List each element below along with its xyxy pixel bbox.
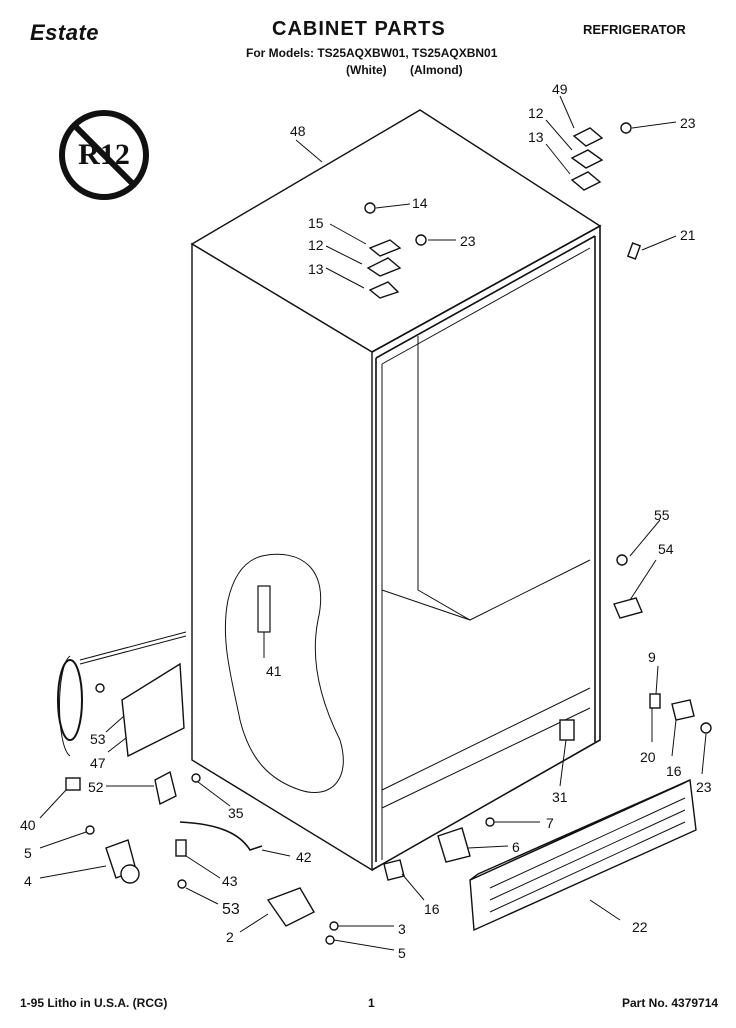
callout-12b: 12 <box>308 237 324 253</box>
callout-21: 21 <box>680 227 696 243</box>
cabinet-shell <box>190 109 602 872</box>
lower-right-parts <box>383 554 712 932</box>
model-numbers: For Models: TS25AQXBW01, TS25AQXBN01 <box>246 46 498 60</box>
callout-14: 14 <box>412 195 428 211</box>
product-category: REFRIGERATOR <box>583 22 686 37</box>
callout-31: 31 <box>552 789 568 805</box>
r12-badge-text: R12 <box>78 138 130 171</box>
callout-23: 23 <box>680 115 696 131</box>
r12-badge: R12 <box>59 110 149 200</box>
part-number: Part No. 4379714 <box>622 996 719 1010</box>
callout-7: 7 <box>546 815 554 831</box>
callout-23c: 23 <box>696 779 712 795</box>
callout-labels: 48 49 12 13 23 14 15 12 23 13 21 55 54 4… <box>20 81 712 961</box>
callout-49: 49 <box>552 81 568 97</box>
callout-47: 47 <box>90 755 106 771</box>
callout-40: 40 <box>20 817 36 833</box>
callout-4: 4 <box>24 873 32 889</box>
callout-2: 2 <box>226 929 234 945</box>
callout-48: 48 <box>290 123 306 139</box>
model-colors: (White) (Almond) <box>346 63 463 77</box>
callout-53b: 53 <box>222 901 240 918</box>
callout-55: 55 <box>654 507 670 523</box>
callout-12: 12 <box>528 105 544 121</box>
callout-5: 5 <box>24 845 32 861</box>
callout-5b: 5 <box>398 945 406 961</box>
callout-13b: 13 <box>308 261 324 277</box>
page-title: CABINET PARTS <box>272 18 446 40</box>
lower-left-parts <box>57 631 339 945</box>
callout-3: 3 <box>398 921 406 937</box>
callout-35: 35 <box>228 805 244 821</box>
callout-9: 9 <box>648 649 656 665</box>
brand-logo: Estate <box>30 20 100 45</box>
callout-13: 13 <box>528 129 544 145</box>
callout-23b: 23 <box>460 233 476 249</box>
callout-20: 20 <box>640 749 656 765</box>
callout-15: 15 <box>308 215 324 231</box>
page-number: 1 <box>368 996 375 1010</box>
callout-43: 43 <box>222 873 238 889</box>
callout-16: 16 <box>666 763 682 779</box>
callout-52: 52 <box>88 779 104 795</box>
callout-53: 53 <box>90 731 106 747</box>
callout-22: 22 <box>632 919 648 935</box>
top-hinge-center <box>364 202 427 299</box>
callout-41: 41 <box>266 663 282 679</box>
callout-6: 6 <box>512 839 520 855</box>
callout-16b: 16 <box>424 901 440 917</box>
callout-42: 42 <box>296 849 312 865</box>
callout-54: 54 <box>658 541 674 557</box>
leader-lines <box>39 95 707 951</box>
print-info: 1-95 Litho in U.S.A. (RCG) <box>20 996 168 1010</box>
top-hinge-right <box>570 122 642 260</box>
cutaway-view <box>224 553 344 794</box>
